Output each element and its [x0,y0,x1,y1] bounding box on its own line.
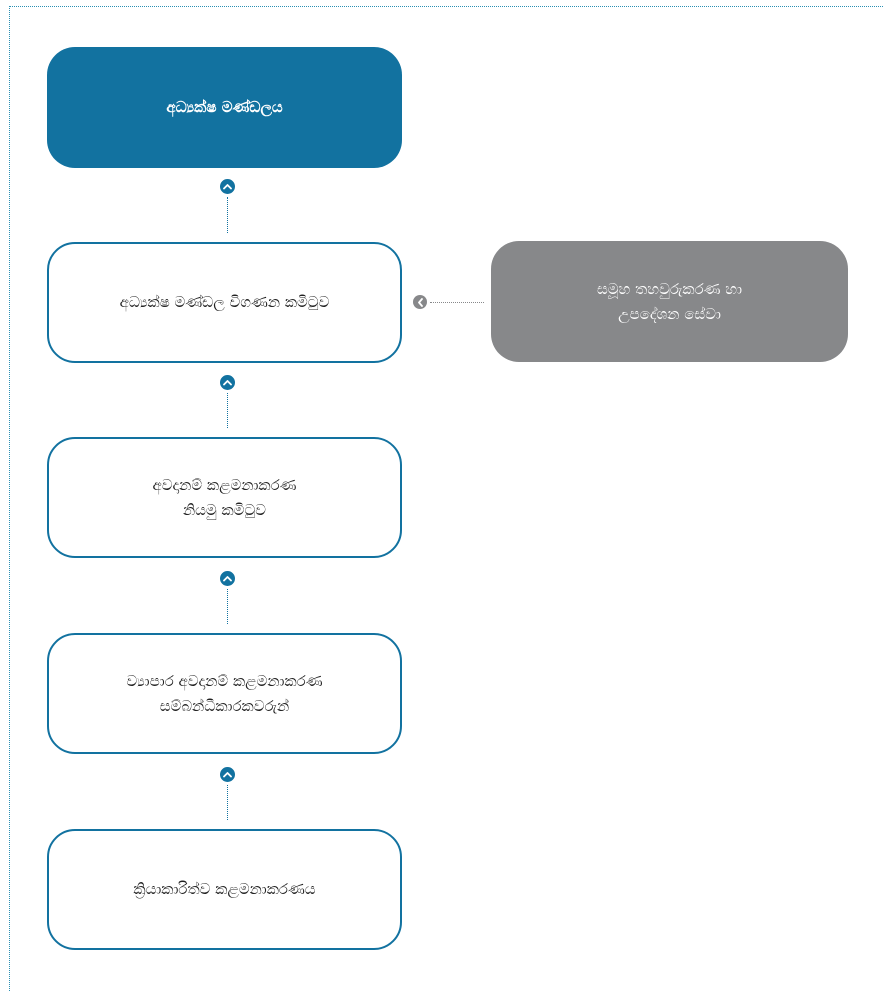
chevron-up-icon [220,767,235,782]
operational-risk-label: ක්‍රියාකාරිත්ව කළමනාකරණය [133,880,316,898]
board-label: අධ්‍යක්ෂ මණ්ඩලය [166,98,283,116]
chevron-left-icon [413,295,427,309]
connector-line [227,785,228,820]
risk-coordinators-label: ව්‍යාපාර අවදානම් කළමනාකරණ සම්බන්ධීකාරකවර… [126,671,323,715]
operational-risk-box: ක්‍රියාකාරිත්ව කළමනාකරණය [47,829,402,950]
risk-committee-box: අවදානම් කළමනාකරණ නියමු කමිටුව [47,437,402,558]
connector-line [227,197,228,233]
chevron-up-icon [220,571,235,586]
risk-committee-label: අවදානම් කළමනාකරණ නියමු කමිටුව [152,475,297,519]
board-box: අධ්‍යක්ෂ මණ්ඩලය [47,47,402,168]
chevron-up-icon [220,179,235,194]
group-audit-box: සමූහ තහවුරුකරණ හා උපදේශන සේවා [491,241,848,362]
audit-committee-box: අධ්‍යක්ෂ මණ්ඩල විගණන කමිටුව [47,242,402,363]
connector-line [227,589,228,624]
risk-coordinators-box: ව්‍යාපාර අවදානම් කළමනාකරණ සම්බන්ධීකාරකවර… [47,633,402,754]
chevron-up-icon [220,375,235,390]
connector-line [227,393,228,428]
audit-committee-label: අධ්‍යක්ෂ මණ්ඩල විගණන කමිටුව [119,293,330,311]
connector-line-horizontal [430,302,484,303]
group-audit-label: සමූහ තහවුරුකරණ හා උපදේශන සේවා [596,279,743,323]
page-frame [9,6,883,991]
